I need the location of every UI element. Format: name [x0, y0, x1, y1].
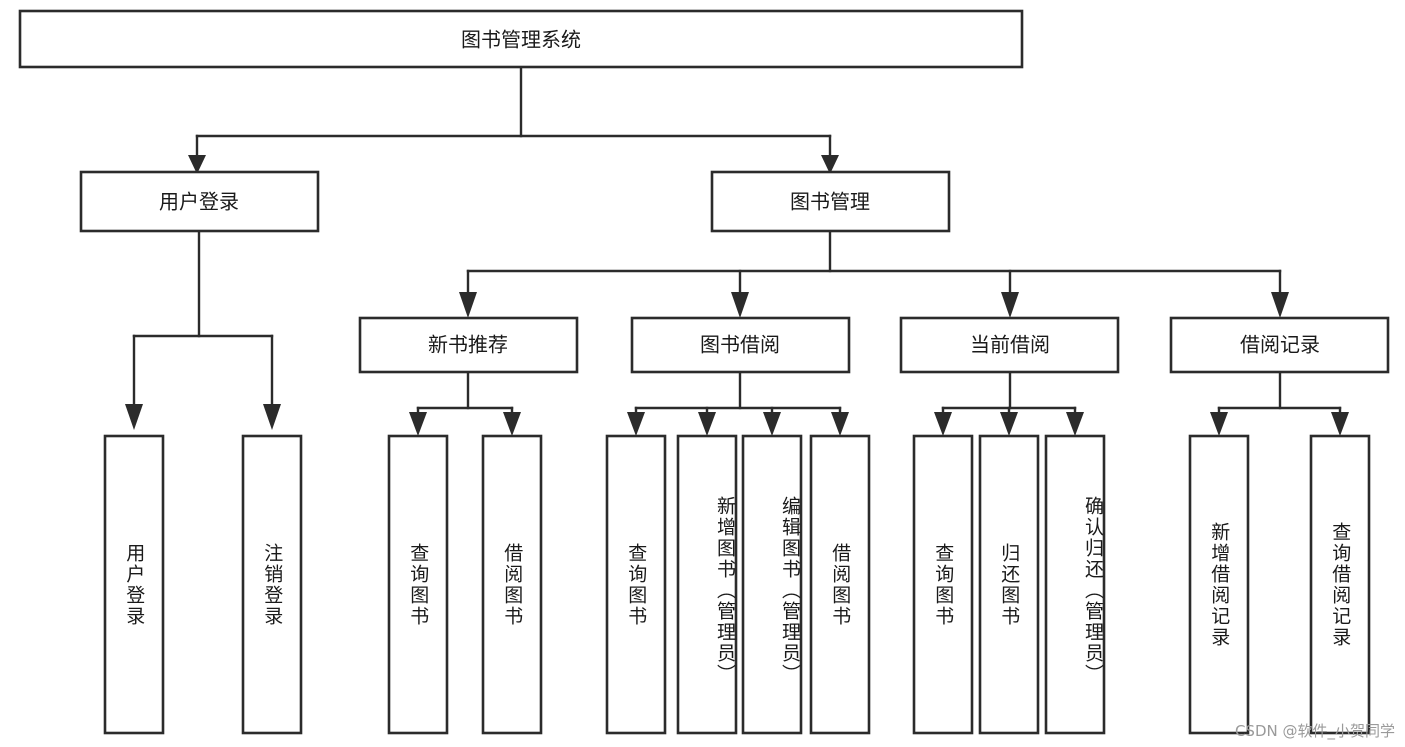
node-box-leaf-query-record[interactable]	[1309, 434, 1371, 735]
connectors-layer	[125, 65, 1349, 436]
arrowhead-leaf-query-book-1	[409, 412, 427, 436]
arrowhead-leaf-add-record	[1210, 412, 1228, 436]
arrowhead-leaf-add-book	[698, 412, 716, 436]
node-box-leaf-edit-book[interactable]	[741, 434, 803, 735]
arrowhead-leaf-return-book	[1000, 412, 1018, 436]
arrowhead-leaf-query-book-2	[627, 412, 645, 436]
arrowhead-leaf-query-record	[1331, 412, 1349, 436]
node-label-user-login: 用户登录	[159, 190, 239, 214]
node-box-leaf-borrow-book-1[interactable]	[481, 434, 543, 735]
node-box-leaf-add-record[interactable]	[1188, 434, 1250, 735]
arrowhead-borrow-record	[1271, 292, 1289, 318]
arrowhead-new-book-recommend	[459, 292, 477, 318]
node-box-new-book-recommend[interactable]	[358, 316, 579, 374]
node-box-user-login[interactable]	[79, 170, 320, 233]
arrowhead-book-borrow	[731, 292, 749, 318]
arrowhead-leaf-borrow-book-1	[503, 412, 521, 436]
node-box-leaf-borrow-book-2[interactable]	[809, 434, 871, 735]
arrowhead-leaf-edit-book	[763, 412, 781, 436]
watermark-text: CSDN @软件_小贺同学	[1234, 722, 1395, 740]
node-label-new-book-recommend: 新书推荐	[428, 333, 508, 357]
arrowhead-current-borrow	[1001, 292, 1019, 318]
node-box-leaf-add-book[interactable]	[676, 434, 738, 735]
node-label-borrow-record: 借阅记录	[1240, 333, 1320, 357]
node-box-leaf-query-book-2[interactable]	[605, 434, 667, 735]
node-box-leaf-logout[interactable]	[241, 434, 303, 735]
node-box-leaf-confirm-return[interactable]	[1044, 434, 1106, 735]
node-box-borrow-record[interactable]	[1169, 316, 1390, 374]
node-label-book-management: 图书管理	[790, 190, 870, 214]
node-box-leaf-return-book[interactable]	[978, 434, 1040, 735]
arrowhead-bookmgmt	[821, 155, 839, 174]
node-label-current-borrow: 当前借阅	[970, 333, 1050, 357]
node-box-book-management[interactable]	[710, 170, 951, 233]
arrowhead-userlogin	[188, 155, 206, 174]
node-box-leaf-user-login[interactable]	[103, 434, 165, 735]
node-box-root[interactable]	[18, 9, 1024, 69]
node-label-root: 图书管理系统	[461, 28, 581, 52]
nodes-layer: 图书管理系统 用户登录 图书管理 新书推荐 图书借阅 当前借阅 借阅记录	[18, 9, 1390, 735]
arrowhead-leaf-logout	[263, 404, 281, 430]
arrowhead-leaf-borrow-book-2	[831, 412, 849, 436]
arrowhead-leaf-confirm-return	[1066, 412, 1084, 436]
node-box-leaf-query-book-3[interactable]	[912, 434, 974, 735]
arrowhead-leaf-query-book-3	[934, 412, 952, 436]
node-box-book-borrow[interactable]	[630, 316, 851, 374]
node-label-book-borrow: 图书借阅	[700, 333, 780, 357]
node-box-current-borrow[interactable]	[899, 316, 1120, 374]
node-box-leaf-query-book-1[interactable]	[387, 434, 449, 735]
arrowhead-leaf-user-login	[125, 404, 143, 430]
